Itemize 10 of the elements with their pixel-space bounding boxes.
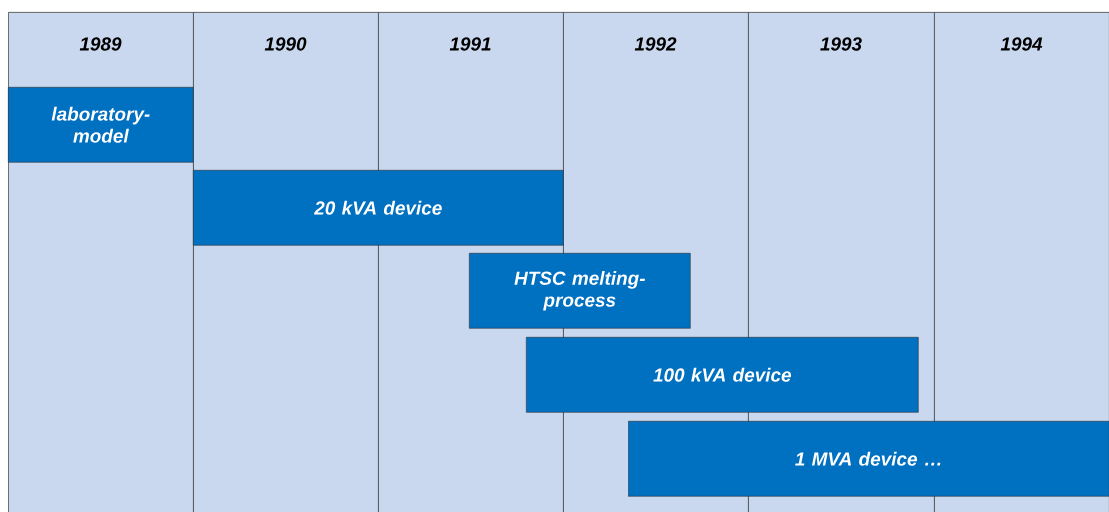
bar: 20 kVA device [193, 170, 564, 246]
node-label: 1993 [820, 37, 862, 51]
node-label: 1992 [634, 37, 677, 51]
node-label: 1990 [264, 37, 307, 51]
node-label: 1991 [449, 37, 491, 51]
bar: 100 kVA device [526, 337, 919, 413]
bar: HTSC melting-process [469, 253, 691, 329]
bar: laboratory-model [8, 87, 194, 163]
bar: 1 MVA device … [628, 420, 1109, 497]
node-label: 1994 [1000, 37, 1043, 51]
